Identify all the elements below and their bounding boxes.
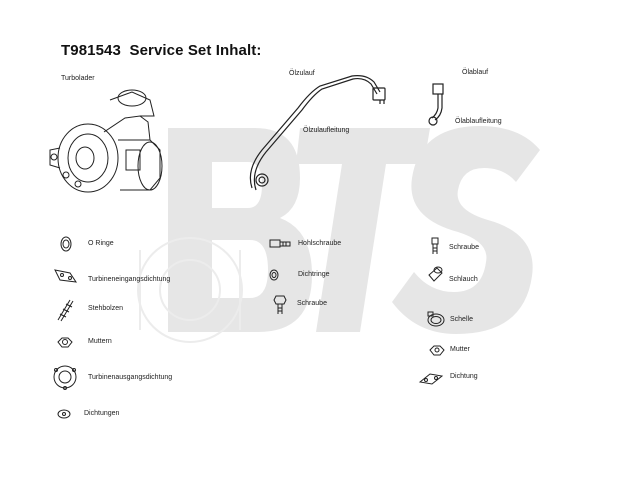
banjo-bolt-icon xyxy=(269,239,291,248)
oil-outlet-label: Ölablauf xyxy=(462,69,489,76)
seal-right-label: Dichtung xyxy=(450,373,478,380)
nuts-left-icon xyxy=(57,337,73,348)
oil-outlet-line-drawing xyxy=(428,83,444,126)
hose-icon xyxy=(428,266,443,282)
screw-mid-icon xyxy=(273,295,287,314)
studs-icon xyxy=(57,299,74,322)
gaskets-label: Dichtungen xyxy=(84,410,120,417)
nuts-left-label: Muttern xyxy=(88,338,112,345)
turbine-inlet-gasket-label: Turbineneingangsdichtung xyxy=(88,276,171,283)
screw-right-icon xyxy=(431,237,439,254)
oil-outlet-line-label: Ölablaufleitung xyxy=(455,118,502,125)
o-rings-icon xyxy=(60,236,72,252)
nut-right-icon xyxy=(429,345,445,356)
oil-inlet-line-drawing xyxy=(249,75,386,191)
screw-right-label: Schraube xyxy=(449,244,479,251)
title-suffix: Service Set Inhalt: xyxy=(129,42,262,59)
hose-label: Schlauch xyxy=(449,276,478,283)
part-number: T981543 xyxy=(61,42,121,59)
nut-right-label: Mutter xyxy=(450,346,470,353)
turbine-inlet-gasket-icon xyxy=(54,269,78,283)
sealing-rings-icon xyxy=(269,269,279,281)
clamp-label: Schelle xyxy=(450,316,473,323)
turbocharger-label: Turbolader xyxy=(61,75,95,82)
banjo-bolt-label: Hohlschraube xyxy=(298,240,342,247)
page-title: T981543 Service Set Inhalt: xyxy=(61,42,261,59)
turbocharger-drawing xyxy=(49,89,163,193)
gaskets-icon xyxy=(57,409,71,419)
turbine-outlet-gasket-icon xyxy=(53,365,77,390)
studs-label: Stehbolzen xyxy=(88,305,124,312)
screw-mid-label: Schraube xyxy=(297,300,327,307)
turbine-outlet-gasket-label: Turbinenausgangsdichtung xyxy=(88,374,173,381)
oil-inlet-label: Ölzulauf xyxy=(289,70,315,77)
seal-right-icon xyxy=(418,373,444,385)
clamp-icon xyxy=(427,311,445,327)
oil-inlet-line-label: Ölzulaufleitung xyxy=(303,127,350,134)
sealing-rings-label: Dichtringe xyxy=(298,271,330,278)
o-rings-label: O Ringe xyxy=(88,240,114,247)
